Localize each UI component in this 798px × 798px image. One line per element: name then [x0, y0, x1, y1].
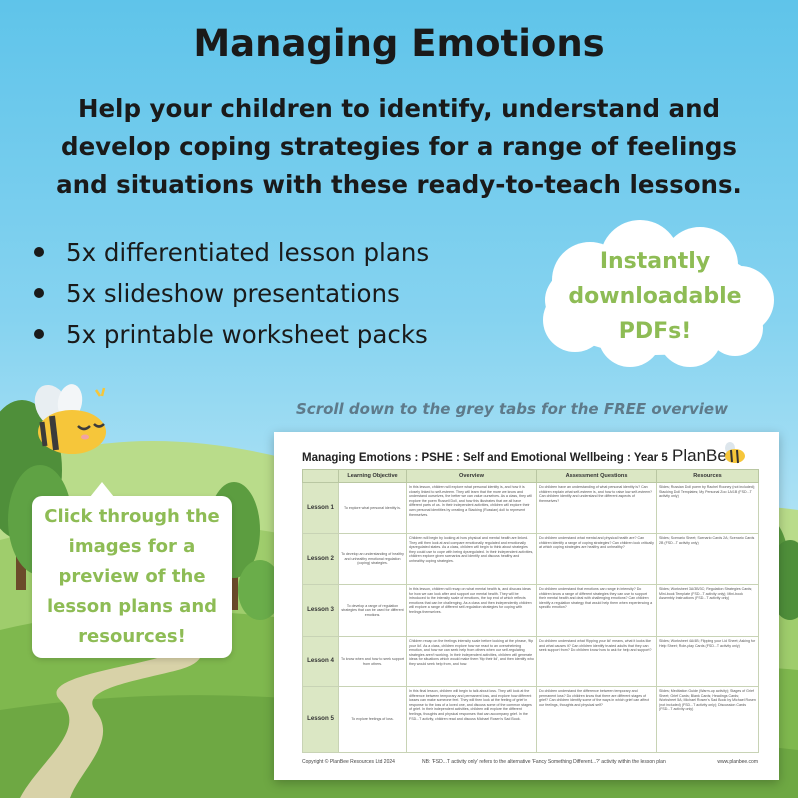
- table-row: Lesson 3 To develop a range of regulatio…: [302, 584, 759, 637]
- lesson-label: Lesson 1: [302, 482, 339, 534]
- cloud-shape: [543, 220, 774, 367]
- callout-text: Click through the images for a preview o…: [44, 506, 220, 647]
- overview-cell: In this lesson, children will recap on w…: [406, 584, 537, 637]
- lesson-label: Lesson 2: [302, 533, 339, 585]
- table-row: Lesson 1 To explore what personal identi…: [302, 482, 759, 534]
- bullet-icon: [34, 247, 44, 257]
- feature-item: 5x printable worksheet packs: [34, 314, 504, 355]
- page-title: Managing Emotions: [193, 22, 605, 65]
- column-header: Assessment Questions: [536, 469, 657, 483]
- column-header: Overview: [406, 469, 537, 483]
- bee-mascot-icon: [34, 384, 106, 454]
- resources-cell: Slides; Meditation Guide (Warm-up activi…: [656, 686, 759, 753]
- objective-cell: To explore what personal identity is.: [338, 482, 407, 534]
- footer-note: NB: 'FSD...T activity only' refers to th…: [422, 759, 666, 765]
- bullet-icon: [34, 288, 44, 298]
- lesson-label: Lesson 5: [302, 686, 339, 753]
- assessment-cell: Do children understand that emotions can…: [536, 584, 657, 637]
- feature-item: 5x differentiated lesson plans: [34, 232, 504, 273]
- assessment-cell: Do children understand the difference be…: [536, 686, 657, 753]
- feature-list: 5x differentiated lesson plans 5x slides…: [34, 232, 504, 355]
- callout-box: Click through the images for a preview o…: [32, 482, 232, 658]
- cloud-text: Instantly downloadable PDFs!: [568, 249, 742, 344]
- website-link[interactable]: www.planbee.com: [717, 759, 758, 765]
- resources-cell: Slides; Worksheet 3A/3B/3C; Regulation S…: [656, 584, 759, 637]
- lesson-label: Lesson 3: [302, 584, 339, 637]
- overview-cell: Children will begin by looking at how ph…: [406, 533, 537, 585]
- subtitle: Help your children to identify, understa…: [56, 94, 742, 199]
- table-row: Lesson 5 To explore feelings of loss. In…: [302, 686, 759, 753]
- assessment-cell: Do children have an understanding of wha…: [536, 482, 657, 534]
- planbee-bee-icon: [725, 442, 745, 464]
- assessment-cell: Do children understand what mental and p…: [536, 533, 657, 585]
- overview-cell: In this lesson, children will explore wh…: [406, 482, 537, 534]
- document-title: Managing Emotions : PSHE : Self and Emot…: [302, 452, 668, 464]
- feature-item: 5x slideshow presentations: [34, 273, 504, 314]
- column-header: [302, 469, 339, 483]
- lesson-overview-preview[interactable]: Managing Emotions : PSHE : Self and Emot…: [274, 432, 779, 780]
- brand-logo: PlanBee: [672, 446, 737, 465]
- overview-cell: Children recap on the feelings intensity…: [406, 636, 537, 687]
- objective-cell: To know when and how to seek support fro…: [338, 636, 407, 687]
- column-header: Resources: [656, 469, 759, 483]
- bullet-icon: [34, 329, 44, 339]
- table-header-row: Learning Objective Overview Assessment Q…: [302, 469, 759, 483]
- table-row: Lesson 4 To know when and how to seek su…: [302, 636, 759, 687]
- copyright-text: Copyright © PlanBee Resources Ltd 2024: [302, 759, 395, 765]
- table-row: Lesson 2 To develop an understanding of …: [302, 533, 759, 585]
- objective-cell: To develop an understanding of healthy a…: [338, 533, 407, 585]
- lesson-label: Lesson 4: [302, 636, 339, 687]
- resources-cell: Slides; Russian Doll poem by Rachel Roon…: [656, 482, 759, 534]
- assessment-cell: Do children understand what 'flipping yo…: [536, 636, 657, 687]
- resources-cell: Slides; Worksheet 4A/4B; Flipping your L…: [656, 636, 759, 687]
- objective-cell: To develop a range of regulation strateg…: [338, 584, 407, 637]
- resources-cell: Slides; Scenario Sheet; Scenario Cards 2…: [656, 533, 759, 585]
- overview-cell: In this final lesson, children will begi…: [406, 686, 537, 753]
- objective-cell: To explore feelings of loss.: [338, 686, 407, 753]
- scroll-note: Scroll down to the grey tabs for the FRE…: [296, 400, 728, 418]
- lesson-table: Learning Objective Overview Assessment Q…: [302, 469, 759, 753]
- column-header: Learning Objective: [338, 469, 407, 483]
